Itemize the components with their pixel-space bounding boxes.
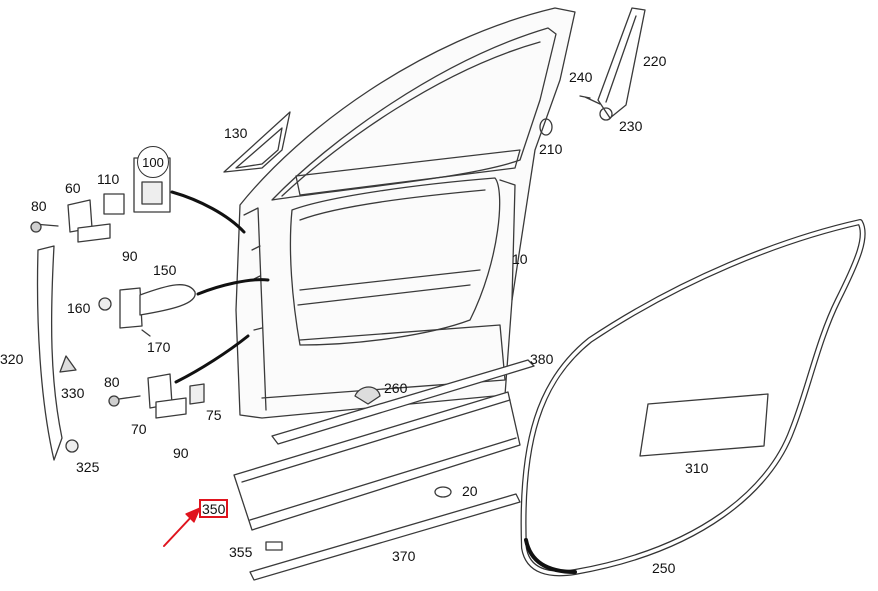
highlight-arrow bbox=[163, 513, 195, 547]
label-150: 150 bbox=[153, 262, 177, 278]
label-380: 380 bbox=[530, 351, 554, 367]
label-350-highlighted: 350 bbox=[199, 499, 229, 518]
label-75: 75 bbox=[206, 407, 222, 423]
label-320: 320 bbox=[0, 351, 24, 367]
label-325: 325 bbox=[76, 459, 100, 475]
label-90-lower: 90 bbox=[173, 445, 189, 461]
label-130: 130 bbox=[224, 125, 248, 141]
label-60: 60 bbox=[65, 180, 81, 196]
part-310-shape bbox=[639, 393, 769, 457]
label-170: 170 bbox=[147, 339, 171, 355]
part-220-shape bbox=[597, 7, 646, 119]
label-100: 100 bbox=[137, 146, 169, 178]
label-80-upper: 80 bbox=[31, 198, 47, 214]
label-220: 220 bbox=[643, 53, 667, 69]
label-260: 260 bbox=[384, 380, 408, 396]
part-320-shape bbox=[36, 245, 63, 461]
label-210: 210 bbox=[539, 141, 563, 157]
label-370: 370 bbox=[392, 548, 416, 564]
label-90-upper: 90 bbox=[122, 248, 138, 264]
label-110: 110 bbox=[97, 171, 120, 187]
label-310: 310 bbox=[685, 460, 709, 476]
label-160: 160 bbox=[67, 300, 91, 316]
part-250-shape bbox=[520, 219, 866, 577]
label-230: 230 bbox=[619, 118, 643, 134]
label-330: 330 bbox=[61, 385, 85, 401]
label-80-lower: 80 bbox=[104, 374, 120, 390]
label-70: 70 bbox=[131, 421, 147, 437]
label-10: 10 bbox=[512, 251, 528, 267]
part-350-shape bbox=[233, 391, 521, 531]
label-250: 250 bbox=[652, 560, 676, 576]
label-20: 20 bbox=[462, 483, 478, 499]
label-355: 355 bbox=[229, 544, 253, 560]
label-240: 240 bbox=[569, 69, 593, 85]
door-shell bbox=[235, 7, 576, 419]
part-130-shape bbox=[223, 111, 291, 173]
